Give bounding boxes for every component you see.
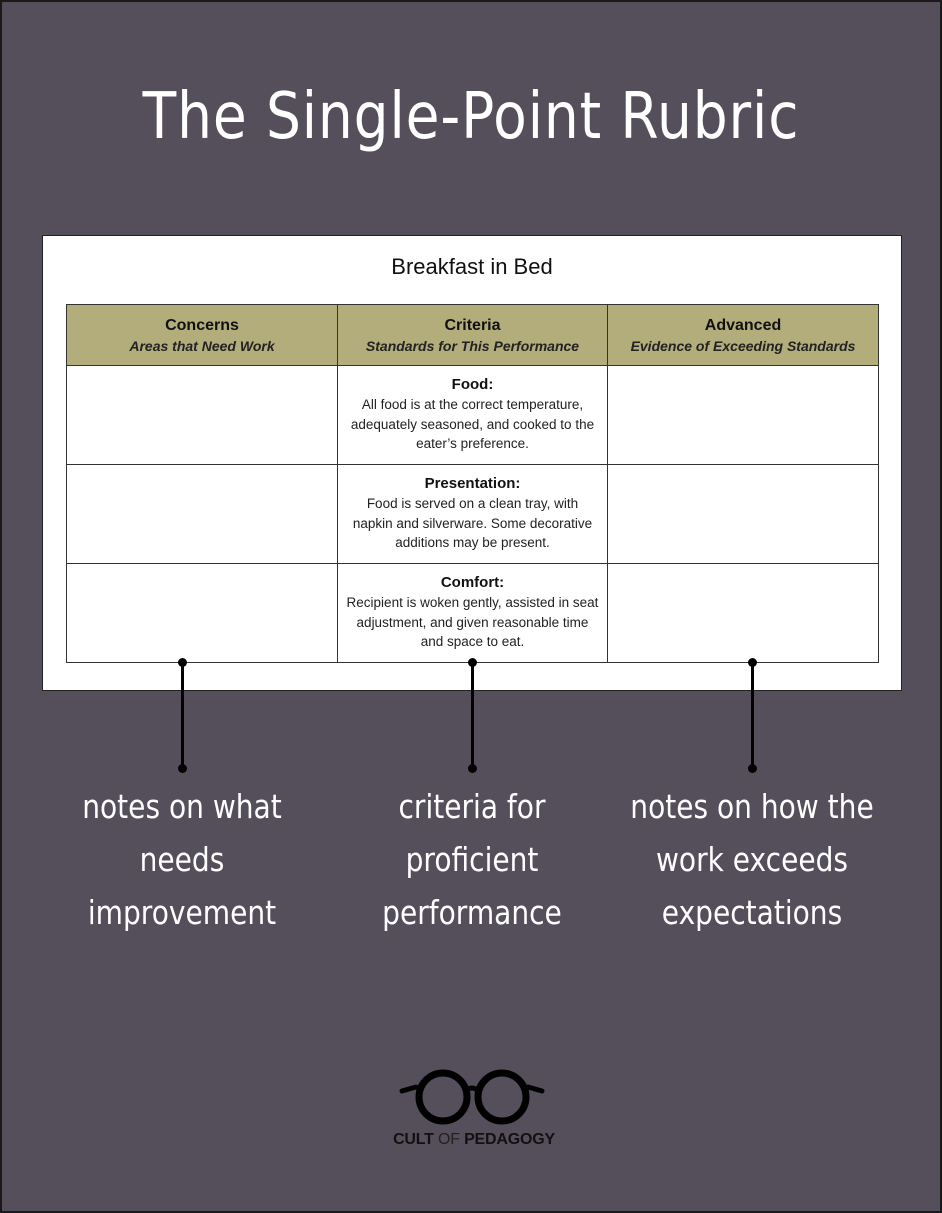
logo-text-pedagogy: PEDAGOGY <box>464 1131 555 1148</box>
connector-line-center <box>471 663 474 768</box>
caption-criteria: criteria for proficient performance <box>382 787 562 932</box>
column-subtitle: Evidence of Exceeding Standards <box>630 337 856 354</box>
cult-of-pedagogy-logo: CULT OF PEDAGOGY <box>382 1065 566 1155</box>
criteria-cell: Comfort: Recipient is woken gently, assi… <box>337 563 608 663</box>
rubric-row-food: Food: All food is at the correct tempera… <box>66 365 879 465</box>
advanced-cell <box>607 365 879 465</box>
rubric-row-presentation: Presentation: Food is served on a clean … <box>66 464 879 564</box>
column-header-criteria: Criteria Standards for This Performance <box>337 304 608 366</box>
column-label: Concerns <box>165 316 239 334</box>
column-header-advanced: Advanced Evidence of Exceeding Standards <box>607 304 879 366</box>
column-label: Advanced <box>704 316 782 334</box>
column-subtitle: Areas that Need Work <box>129 337 275 354</box>
rubric-title: Breakfast in Bed <box>391 254 553 279</box>
caption-concerns: notes on what needs improvement <box>82 787 282 932</box>
advanced-cell <box>607 563 879 663</box>
connector-dot-bottom-center <box>468 764 477 773</box>
rubric-row-comfort: Comfort: Recipient is woken gently, assi… <box>66 563 879 663</box>
rubric-header-row: Concerns Areas that Need Work Criteria S… <box>66 304 879 366</box>
logo-text: CULT OF PEDAGOGY <box>382 1131 566 1149</box>
concerns-cell <box>66 563 338 663</box>
criterion-description: Recipient is woken gently, assisted in s… <box>346 595 599 649</box>
concerns-cell <box>66 365 338 465</box>
logo-text-cult: CULT <box>393 1131 434 1148</box>
connector-line-right <box>751 663 754 768</box>
criterion-name: Comfort: <box>440 574 505 591</box>
connector-line-left <box>181 663 184 768</box>
criterion-name: Food: <box>451 376 494 393</box>
advanced-cell <box>607 464 879 564</box>
criterion-name: Presentation: <box>424 475 521 492</box>
concerns-cell <box>66 464 338 564</box>
rubric-table: Concerns Areas that Need Work Criteria S… <box>66 304 879 663</box>
criterion-description: All food is at the correct temperature, … <box>350 397 595 451</box>
criteria-cell: Presentation: Food is served on a clean … <box>337 464 608 564</box>
logo-text-of: OF <box>437 1131 460 1148</box>
caption-advanced: notes on how the work exceeds expectatio… <box>630 787 874 932</box>
column-label: Criteria <box>444 316 501 334</box>
criterion-description: Food is served on a clean tray, with nap… <box>352 496 593 550</box>
connector-dot-top-left <box>178 658 187 667</box>
column-subtitle: Standards for This Performance <box>365 337 580 354</box>
connector-dot-bottom-right <box>748 764 757 773</box>
criteria-cell: Food: All food is at the correct tempera… <box>337 365 608 465</box>
rubric-card: Breakfast in Bed Concerns Areas that Nee… <box>42 235 902 691</box>
column-header-concerns: Concerns Areas that Need Work <box>66 304 338 366</box>
connector-dot-top-center <box>468 658 477 667</box>
glasses-icon <box>399 1069 545 1125</box>
connector-dot-top-right <box>748 658 757 667</box>
connector-dot-bottom-left <box>178 764 187 773</box>
page-title: The Single-Point Rubric <box>142 80 800 154</box>
